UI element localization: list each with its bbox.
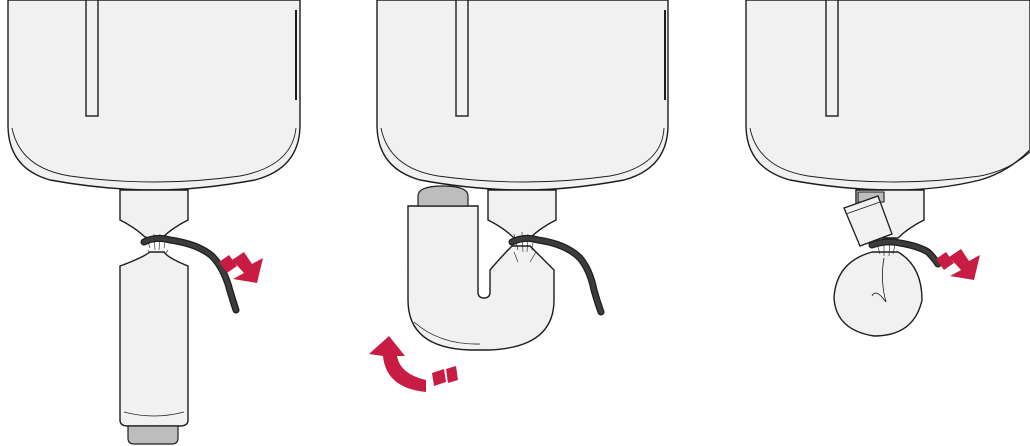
panel-3 — [745, 0, 1030, 337]
fill-window — [455, 0, 469, 117]
fill-window — [825, 0, 839, 117]
cord-tie-inner — [509, 236, 604, 315]
collar-rim — [845, 201, 881, 215]
cord-tie-inner — [141, 236, 239, 313]
bag-collar — [843, 195, 893, 247]
rotate-arrow-icon — [369, 336, 458, 392]
pull-arrow-icon — [219, 252, 263, 283]
gather-folds — [875, 237, 897, 257]
container-body — [745, 0, 1030, 191]
container-inner-curve — [749, 127, 1030, 183]
container-body — [7, 0, 301, 191]
panel-2 — [369, 0, 669, 392]
tube-fold-line — [413, 321, 481, 345]
bag-fold-line — [871, 257, 887, 303]
bag-tube — [119, 251, 189, 427]
bag-end-cap — [127, 425, 179, 445]
container-neck — [119, 189, 189, 239]
pull-arrow-icon — [936, 249, 980, 280]
panel-1 — [7, 0, 301, 445]
container-neck — [487, 189, 557, 239]
tube-end-cap — [417, 185, 469, 207]
bag-fold-line — [123, 411, 185, 417]
fill-window — [85, 0, 99, 117]
container-body — [376, 0, 669, 191]
cord-tie-inner — [869, 239, 941, 267]
container-inner-curve — [380, 127, 665, 183]
folded-tube — [407, 205, 555, 351]
container-inner-curve — [11, 127, 297, 183]
